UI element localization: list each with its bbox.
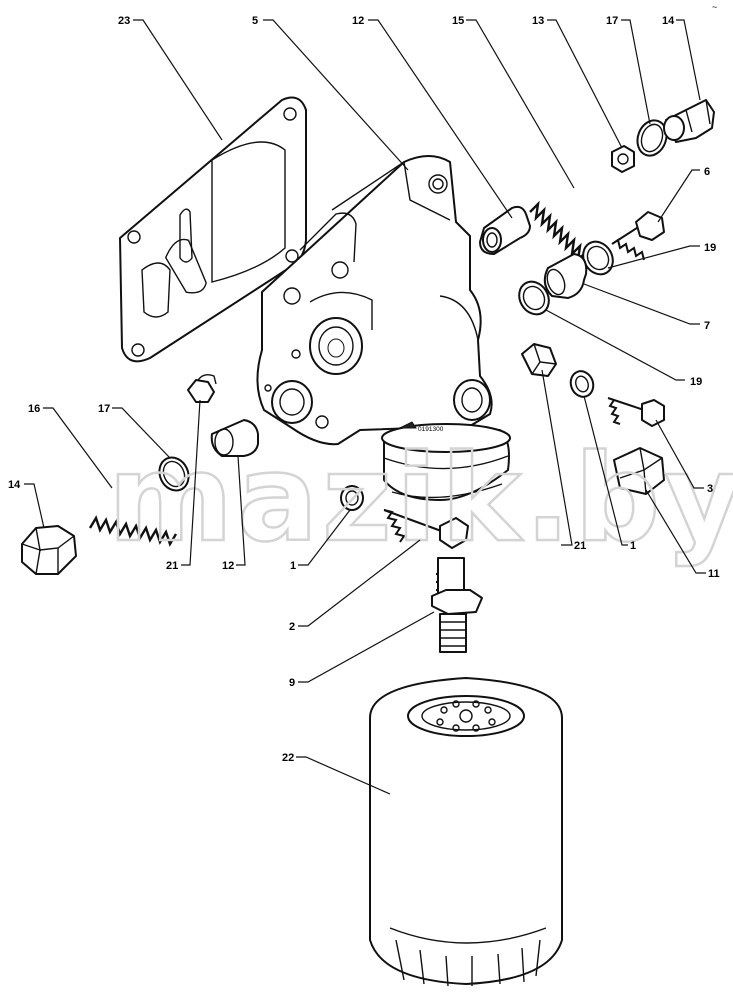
callout-16: 16 [28,403,40,415]
bolt-part-3 [607,397,665,427]
sleeve-part-7 [543,253,588,299]
callout-12: 12 [222,560,234,572]
plug-part-21-right [521,343,557,377]
plug-part-14-lower [21,525,77,575]
nut-part-13 [611,145,635,173]
washer-part-1-left [340,485,364,511]
gasket-part-23 [119,96,307,363]
spring-part-16 [88,515,178,547]
callout-17: 17 [98,403,110,415]
callout-9: 9 [289,677,295,689]
sleeve-part-12-upper [479,205,531,255]
plug-part-14-upper [663,99,715,143]
callout-17: 17 [606,15,618,27]
callout-21: 21 [166,560,178,572]
callout-19: 19 [704,242,716,254]
callout-21: 21 [574,540,586,552]
callout-1: 1 [290,560,296,572]
callout-7: 7 [704,320,710,332]
callout-23: 23 [118,15,130,27]
ring-part-17-upper [636,119,668,157]
callout-labels: 23 5 12 15 13 17 14 6 19 7 19 16 17 3 14… [8,15,720,764]
ring-part-17-lower [158,456,190,492]
callout-12: 12 [352,15,364,27]
sleeve-part-12-lower [210,419,259,457]
callout-5: 5 [252,15,258,27]
bolt-part-2 [383,509,469,549]
corner-mark: ~ [712,2,717,12]
callout-1: 1 [630,540,636,552]
callout-6: 6 [704,166,710,178]
callout-2: 2 [289,621,295,633]
callout-19: 19 [690,376,702,388]
nipple-part-9 [431,557,483,653]
callout-3: 3 [707,483,713,495]
bolt-part-6 [611,211,665,261]
callout-14: 14 [8,479,21,491]
leader-lines [24,19,706,795]
callout-13: 13 [532,15,544,27]
washer-part-1-right [569,370,595,398]
ring-part-19-lower [518,280,550,316]
callout-15: 15 [452,15,464,27]
callout-14: 14 [662,15,675,27]
nut-part-11 [613,447,665,495]
part-stamp: 0191300 [418,426,444,433]
filter-head-body-part-5: 0191300 [256,155,511,501]
watermark: mazik.by [108,430,733,569]
callout-11: 11 [708,568,720,580]
plug-part-21-left [187,373,217,403]
callout-22: 22 [282,752,294,764]
oil-filter-part-22 [369,677,563,987]
